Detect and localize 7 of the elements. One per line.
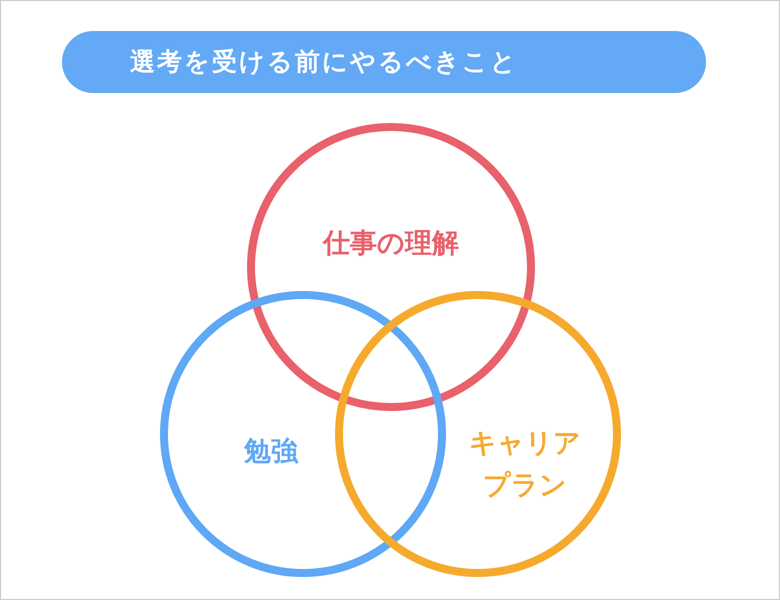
venn-circle (335, 291, 621, 577)
circle-label: 仕事の理解 (321, 227, 460, 262)
venn-circle (247, 123, 535, 411)
venn-circle (160, 291, 446, 577)
circle-label: キャリアプラン (468, 427, 582, 503)
circle-label: 勉強 (242, 435, 300, 470)
title-banner: 選考を受ける前にやるべきこと (62, 31, 706, 93)
